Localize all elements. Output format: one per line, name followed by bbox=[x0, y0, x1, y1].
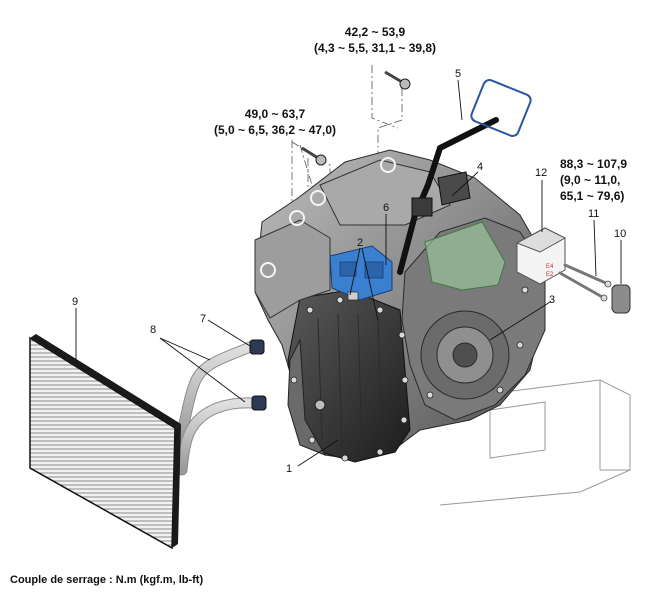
callout-12: 12 bbox=[535, 167, 547, 179]
torque-spec-top: 42,2 ~ 53,9 (4,3 ~ 5,5, 31,1 ~ 39,8) bbox=[300, 24, 450, 56]
torque-spec-right: 88,3 ~ 107,9 (9,0 ~ 11,0, 65,1 ~ 79,6) bbox=[560, 156, 658, 204]
oil-cooler bbox=[29, 334, 181, 550]
cooler-hoses bbox=[174, 341, 258, 476]
breather-tube bbox=[397, 79, 532, 275]
hose-fittings bbox=[249, 339, 267, 411]
transmission-assembly bbox=[254, 149, 546, 463]
callout-8: 8 bbox=[150, 324, 156, 336]
vehicle-body-outline bbox=[439, 379, 631, 506]
bracket bbox=[411, 171, 471, 217]
bolt-top bbox=[384, 70, 411, 90]
torque-right-units-2: 65,1 ~ 79,6) bbox=[560, 189, 625, 203]
torque-top-value: 42,2 ~ 53,9 bbox=[344, 25, 406, 39]
torque-caption: Couple de serrage : N.m (kgf.m, lb-ft) bbox=[10, 574, 204, 586]
cap bbox=[611, 284, 631, 314]
solenoid-valve-assembly bbox=[329, 245, 393, 301]
torque-left-value: 49,0 ~ 63,7 bbox=[244, 107, 306, 121]
callout-5: 5 bbox=[455, 68, 461, 80]
leader-lines bbox=[75, 79, 622, 467]
callout-1: 1 bbox=[286, 463, 292, 475]
callout-7: 7 bbox=[200, 313, 206, 325]
callout-11: 11 bbox=[588, 208, 599, 220]
mount-bolts bbox=[558, 263, 610, 300]
callout-6: 6 bbox=[383, 202, 389, 214]
bolt-left bbox=[301, 146, 327, 166]
callout-3: 3 bbox=[549, 294, 555, 306]
tcm-module: E4 E2 bbox=[515, 227, 567, 285]
callout-2: 2 bbox=[357, 237, 363, 249]
callout-9: 9 bbox=[72, 296, 78, 308]
module-label-e2: E2 bbox=[546, 272, 554, 278]
torque-left-units: (5,0 ~ 6,5, 36,2 ~ 47,0) bbox=[213, 123, 337, 137]
torque-right-units-1: (9,0 ~ 11,0, bbox=[560, 173, 621, 187]
module-label-e4: E4 bbox=[546, 264, 554, 270]
torque-top-units: (4,3 ~ 5,5, 31,1 ~ 39,8) bbox=[313, 41, 437, 55]
torque-spec-left: 49,0 ~ 63,7 (5,0 ~ 6,5, 36,2 ~ 47,0) bbox=[200, 106, 350, 138]
torque-right-value: 88,3 ~ 107,9 bbox=[560, 157, 628, 171]
callout-4: 4 bbox=[477, 161, 483, 173]
callout-10: 10 bbox=[614, 228, 626, 240]
